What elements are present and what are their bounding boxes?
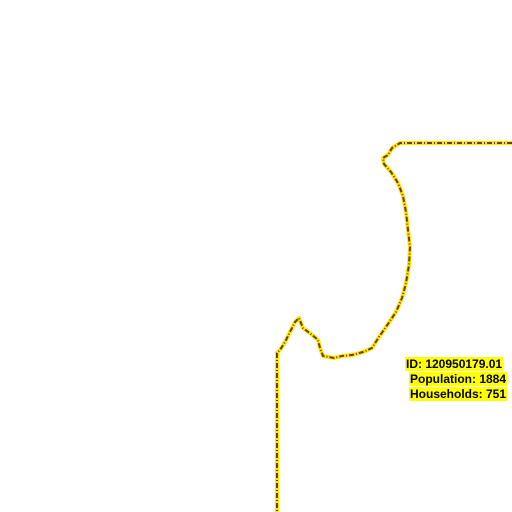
tract-boundary-halo bbox=[275, 141, 512, 512]
tract-boundary-line bbox=[276, 142, 512, 512]
tract-id-text: ID: 120950179.01 bbox=[405, 357, 504, 371]
tract-population-text: Population: 1884 bbox=[409, 372, 508, 386]
tract-households-text: Households: 751 bbox=[409, 387, 508, 401]
tract-info-label: ID: 120950179.01 Population: 1884 Househ… bbox=[405, 357, 508, 402]
